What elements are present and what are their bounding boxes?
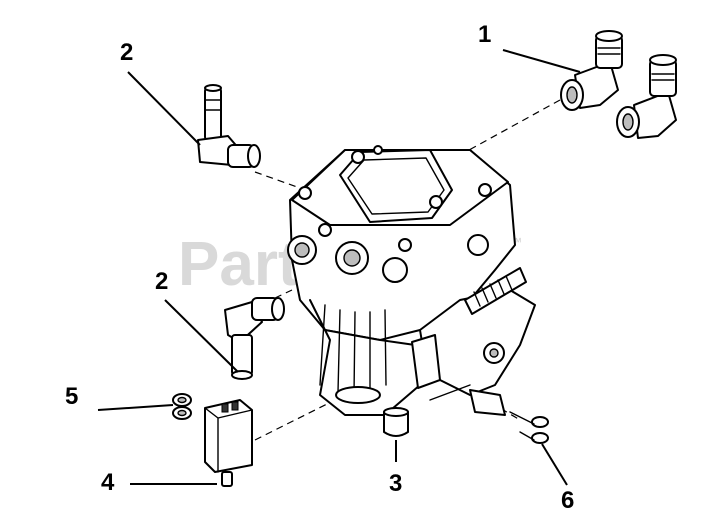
callout-6: 6 <box>561 487 574 514</box>
callout-5: 5 <box>65 383 78 410</box>
switch-connector <box>204 399 253 487</box>
hose-barb-elbow-lower <box>224 297 285 380</box>
callouts: 1 2 2 3 4 5 6 <box>65 21 574 514</box>
hose-barb-elbow-upper <box>197 84 261 168</box>
outlet-stem <box>383 407 409 437</box>
leader-lines <box>97 49 581 486</box>
elbow-fitting-pair <box>560 30 677 139</box>
callout-1: 1 <box>478 21 491 48</box>
governor-linkage <box>411 267 536 416</box>
screws <box>509 411 549 444</box>
pump-body <box>287 145 516 416</box>
callout-4: 4 <box>101 469 115 496</box>
callout-2-upper: 2 <box>120 39 133 66</box>
nuts <box>172 393 192 420</box>
callout-3: 3 <box>389 470 402 497</box>
callout-2-lower: 2 <box>155 268 168 295</box>
